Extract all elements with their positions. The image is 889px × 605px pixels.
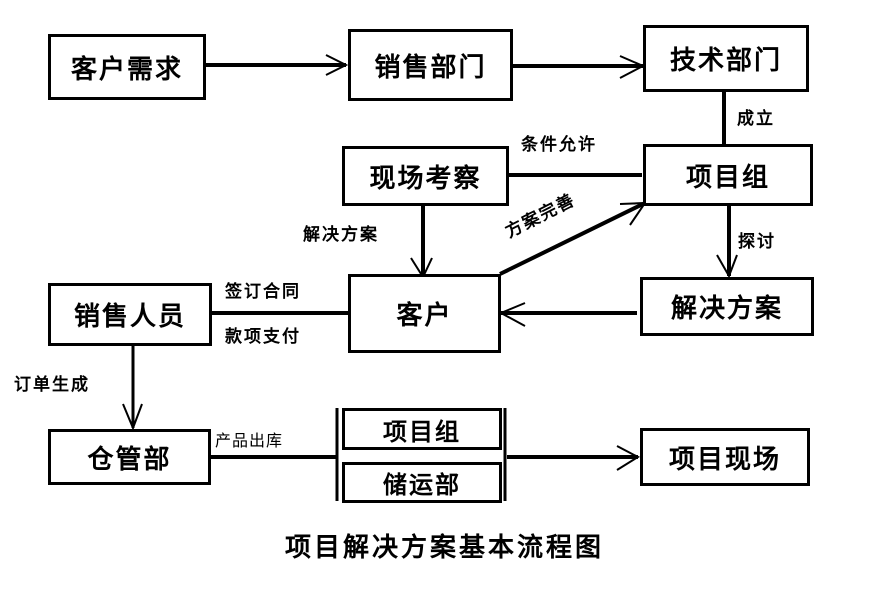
node-project-group: 项目组	[643, 144, 813, 206]
arrowhead	[716, 254, 738, 279]
arrowhead	[325, 54, 349, 76]
node-customer-demand: 客户需求	[48, 34, 206, 100]
label-conditions-permit: 条件允许	[521, 135, 597, 155]
arrowhead	[498, 302, 526, 327]
node-warehouse-dept: 仓管部	[48, 429, 211, 485]
node-group-logistics: 储运部	[342, 462, 502, 503]
arrowhead	[616, 445, 641, 471]
arrowhead	[122, 403, 143, 431]
label-product-outbound: 产品出库	[215, 431, 284, 450]
node-sales-staff: 销售人员	[48, 283, 212, 346]
diagram-title: 项目解决方案基本流程图	[284, 533, 604, 563]
node-customer: 客户	[348, 274, 501, 353]
node-sales-dept: 销售部门	[348, 29, 513, 101]
node-project-site: 项目现场	[640, 428, 810, 486]
node-site-survey: 现场考察	[342, 146, 509, 206]
node-tech-dept: 技术部门	[643, 25, 809, 92]
edge-customer-to-project	[499, 201, 646, 276]
label-sign-contract: 签订合同	[225, 282, 301, 302]
label-establish: 成立	[737, 109, 775, 129]
label-discuss: 探讨	[738, 232, 776, 252]
label-solution-plan: 解决方案	[303, 225, 379, 245]
label-payment: 款项支付	[225, 327, 301, 347]
node-solution: 解决方案	[640, 277, 814, 336]
node-group-project-team: 项目组	[342, 408, 502, 450]
label-order-generated: 订单生成	[14, 375, 90, 395]
